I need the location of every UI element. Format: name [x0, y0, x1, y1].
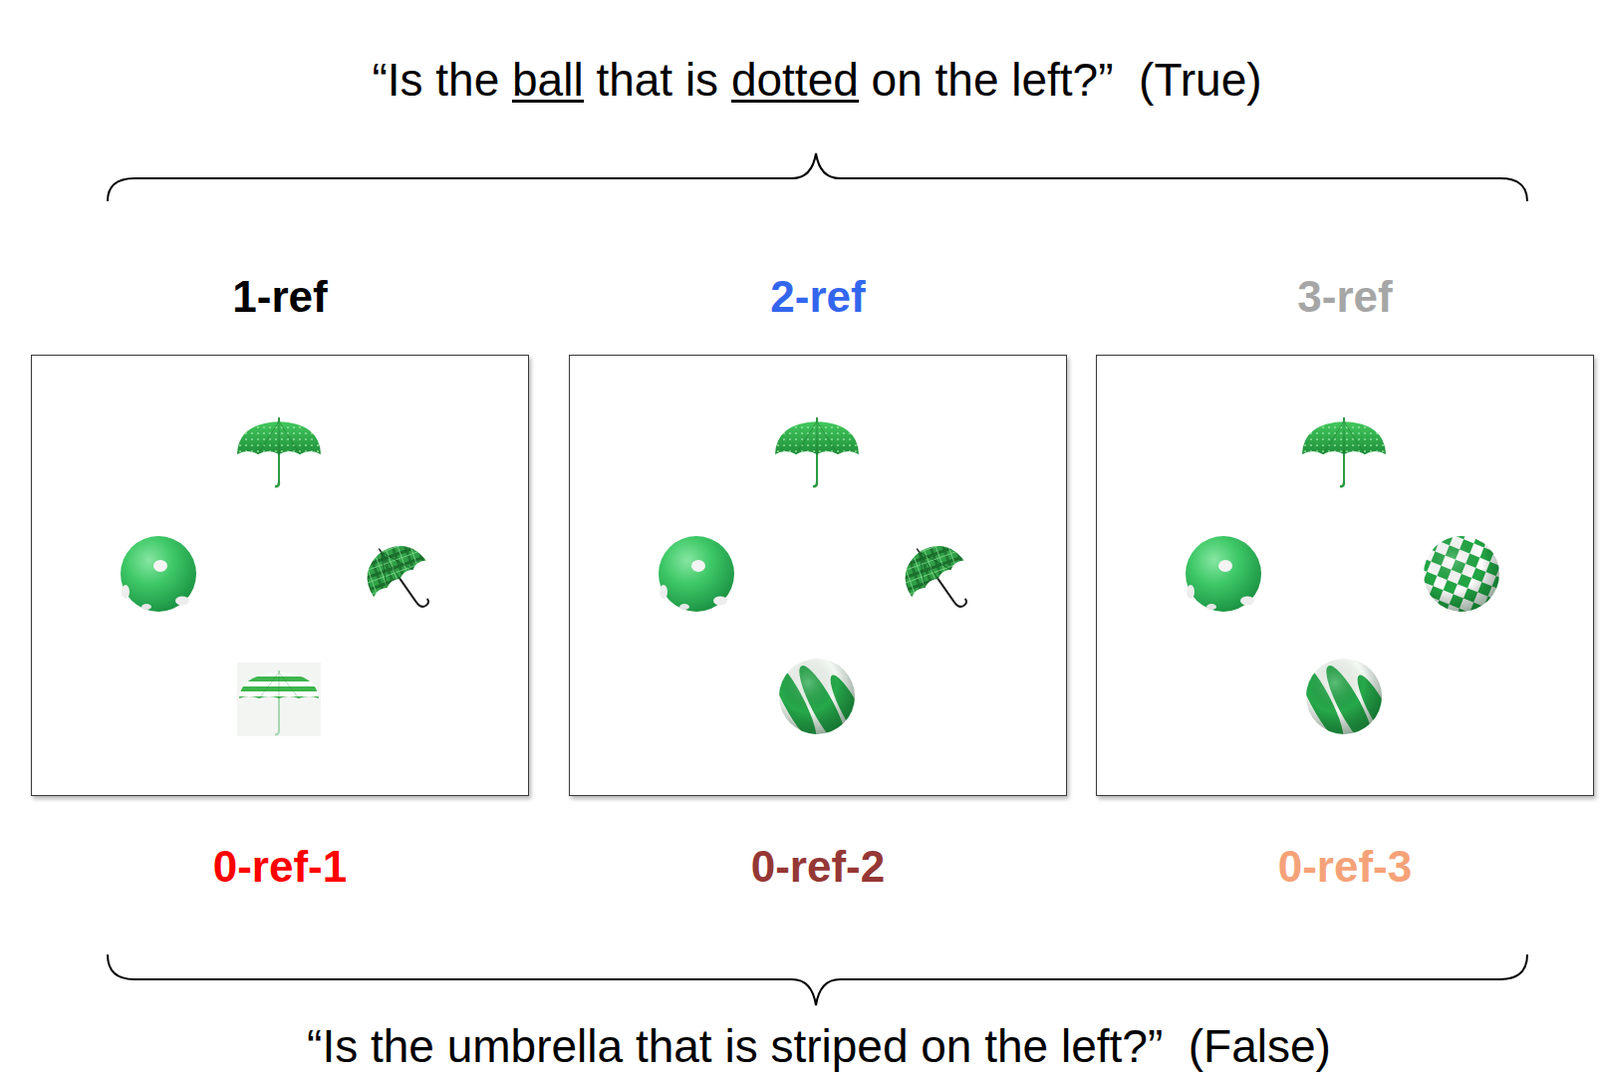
- condition-label: 0-ref-1: [31, 840, 529, 893]
- underline: [731, 99, 859, 103]
- underline: [512, 99, 584, 103]
- brace: [107, 954, 1528, 1006]
- condition-heading: 2-ref: [569, 270, 1067, 323]
- scene-objects: [1185, 417, 1500, 753]
- condition-heading: 3-ref: [1096, 270, 1594, 323]
- scene-objects: [120, 417, 448, 737]
- condition-label: 0-ref-3: [1096, 840, 1594, 893]
- brace: [107, 153, 1528, 202]
- scene-panel: 3-ref0-ref-3: [1095, 354, 1595, 797]
- condition-heading: 1-ref: [31, 270, 529, 323]
- question-caption: “Is the umbrella that is striped on the …: [306, 1018, 1332, 1074]
- condition-label: 0-ref-2: [569, 840, 1067, 893]
- scene-panel: 1-ref0-ref-1: [30, 354, 530, 797]
- scene-objects: [658, 417, 986, 753]
- scene-panel: 2-ref0-ref-2: [568, 354, 1067, 797]
